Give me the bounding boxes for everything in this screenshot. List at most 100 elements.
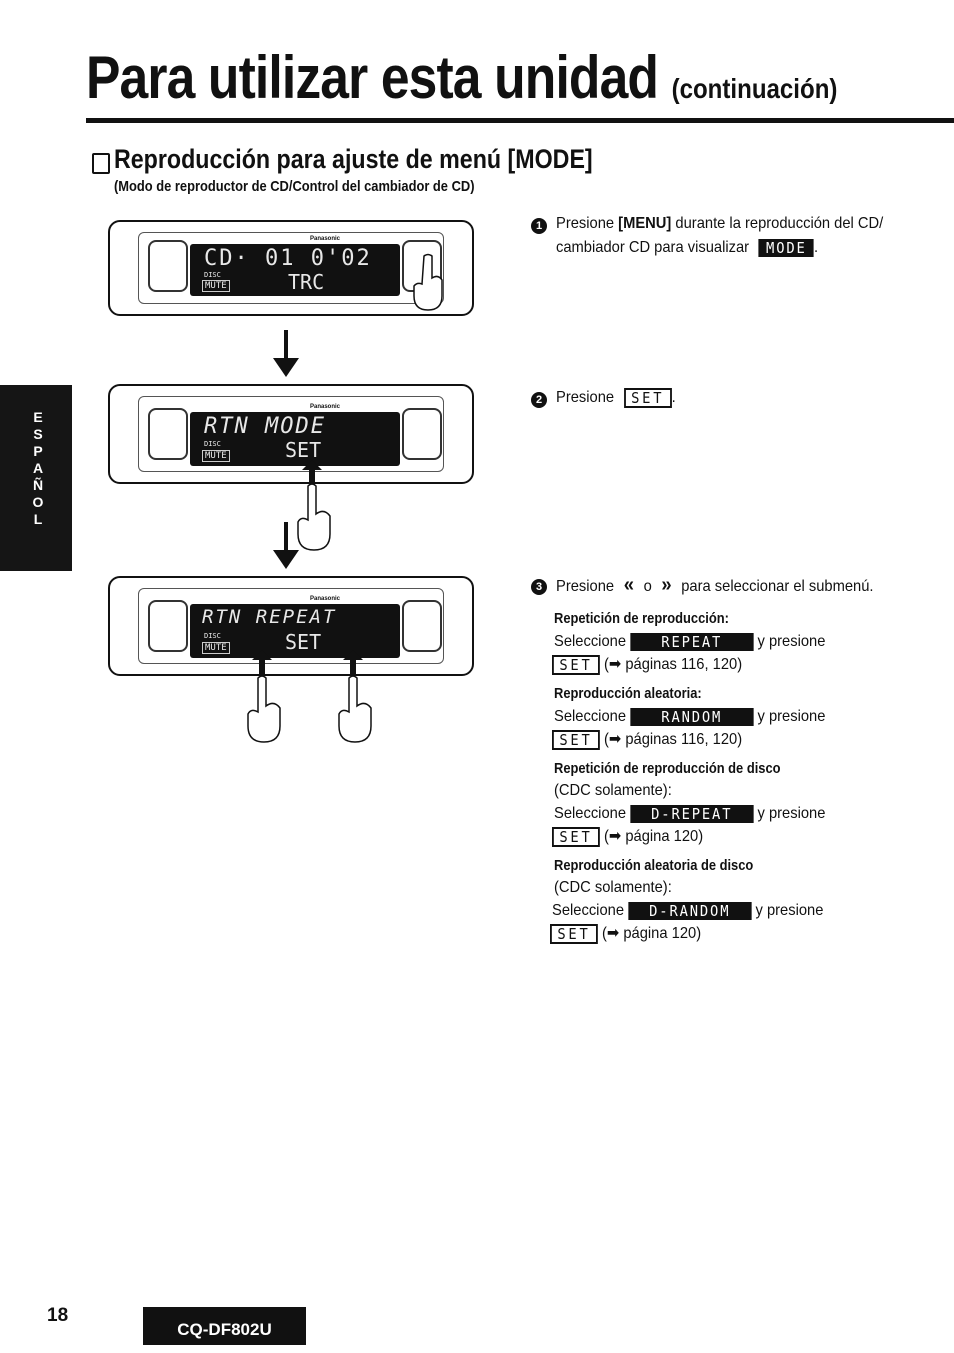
step-1-text: cambiador CD para visualizar xyxy=(556,239,750,256)
step-1-line-1: Presione [MENU] durante la reproducción … xyxy=(556,213,883,235)
step-3-or: o xyxy=(643,578,652,595)
side-tab-letter: Ñ xyxy=(32,477,44,493)
submenu-select-line: Seleccione D-REPEAT y presione xyxy=(554,803,825,825)
step-3-line: Presione « o » para seleccionar el subme… xyxy=(556,574,874,598)
step-number-2: 2 xyxy=(531,392,547,408)
lcd-line-1: RTN MODE xyxy=(204,414,326,439)
step-1-text: Presione xyxy=(556,215,619,232)
lcd-line-2: TRC xyxy=(288,270,325,294)
volume-knob xyxy=(148,408,188,460)
side-tab-letter: P xyxy=(33,443,43,459)
device-illustration-1: Panasonic CD· 01 0'02 DISC MUTE TRC xyxy=(108,220,474,316)
page-reference: (➡ página 120) xyxy=(604,828,704,845)
up-arrow-icon xyxy=(302,460,322,488)
lcd-line-2: SET xyxy=(285,630,322,654)
step-1-line-2: cambiador CD para visualizar MODE. xyxy=(556,237,818,259)
menu-knob xyxy=(402,408,442,460)
lcd-display: CD· 01 0'02 DISC MUTE TRC xyxy=(190,244,400,296)
step-2-end: . xyxy=(671,389,676,406)
press-text: y presione xyxy=(757,708,826,725)
lcd-set-indicator: SET xyxy=(552,826,600,847)
language-side-tab: E S P A Ñ O L xyxy=(0,385,72,571)
step-1-end: . xyxy=(814,239,819,256)
device-illustration-2: Panasonic RTN MODE DISC MUTE SET xyxy=(108,384,474,484)
select-text: Seleccione xyxy=(554,805,627,822)
section-checkbox-icon xyxy=(92,153,110,174)
submenu-heading: Reproducción aleatoria: xyxy=(554,685,702,702)
submenu-note: (CDC solamente): xyxy=(554,782,672,799)
page-title-continuation: (continuación) xyxy=(671,73,838,104)
submenu-set-line: SET (➡ páginas 116, 120) xyxy=(552,729,742,751)
lcd-mute-label: MUTE xyxy=(202,280,230,292)
title-rule xyxy=(86,118,954,123)
submenu-heading: Repetición de reproducción: xyxy=(554,610,729,627)
device-illustration-3: Panasonic RTN REPEAT DISC MUTE SET xyxy=(108,576,474,676)
page-reference: (➡ páginas 116, 120) xyxy=(604,731,743,748)
brand-logo: Panasonic xyxy=(310,404,341,410)
left-chevrons-icon: « xyxy=(623,574,634,596)
lcd-disc-label: DISC xyxy=(204,271,221,279)
lcd-set-indicator: SET xyxy=(623,387,672,408)
page-title-main: Para utilizar esta unidad xyxy=(86,44,659,111)
lcd-line-1: CD· 01 0'02 xyxy=(204,246,372,271)
side-tab-letter: O xyxy=(32,494,44,510)
volume-knob xyxy=(148,240,188,292)
lcd-disc-repeat-indicator: D-REPEAT xyxy=(630,804,754,823)
step-number-3: 3 xyxy=(531,579,547,595)
submenu-set-line: SET (➡ páginas 116, 120) xyxy=(552,654,742,676)
pressing-hand-icon xyxy=(247,675,281,743)
volume-knob xyxy=(148,600,188,652)
lcd-repeat-indicator: REPEAT xyxy=(630,632,754,651)
pressing-hand-icon xyxy=(413,253,443,311)
step-number-1: 1 xyxy=(531,218,547,234)
submenu-set-line: SET (➡ página 120) xyxy=(552,826,703,848)
up-arrow-icon xyxy=(252,650,272,676)
page-number: 18 xyxy=(47,1305,69,1326)
step-2-line: Presione SET. xyxy=(556,387,676,409)
select-text: Seleccione xyxy=(554,708,627,725)
lcd-line-2: SET xyxy=(285,438,322,462)
lcd-set-indicator: SET xyxy=(550,923,598,944)
lcd-line-1: RTN REPEAT xyxy=(202,606,337,628)
brand-logo: Panasonic xyxy=(310,236,341,242)
submenu-select-line: Seleccione REPEAT y presione xyxy=(554,631,825,653)
lcd-disc-random-indicator: D-RANDOM xyxy=(628,901,752,920)
press-text: y presione xyxy=(757,633,826,650)
lcd-display: RTN REPEAT DISC MUTE SET xyxy=(190,604,400,658)
lcd-mute-label: MUTE xyxy=(202,642,230,654)
lcd-random-indicator: RANDOM xyxy=(630,707,754,726)
arrow-down-icon xyxy=(273,330,299,377)
side-tab-letter: A xyxy=(32,460,44,476)
lcd-set-indicator: SET xyxy=(552,654,600,675)
page-reference: (➡ páginas 116, 120) xyxy=(604,656,743,673)
side-tab-letter: S xyxy=(33,426,43,442)
section-title: Reproducción para ajuste de menú [MODE] xyxy=(114,144,593,174)
lcd-mute-label: MUTE xyxy=(202,450,230,462)
pressing-hand-icon xyxy=(338,675,372,743)
lcd-disc-label: DISC xyxy=(204,440,221,448)
submenu-heading: Reproducción aleatoria de disco xyxy=(554,857,754,874)
step-3-text: Presione xyxy=(556,578,615,595)
submenu-note: (CDC solamente): xyxy=(554,879,672,896)
press-text: y presione xyxy=(757,805,826,822)
select-text: Seleccione xyxy=(554,633,627,650)
up-arrow-icon xyxy=(343,650,363,676)
lcd-display: RTN MODE DISC MUTE SET xyxy=(190,412,400,466)
menu-knob xyxy=(402,600,442,652)
step-1-text: durante la reproducción del CD/ xyxy=(671,215,884,232)
side-tab-letter: L xyxy=(33,511,43,527)
pressing-hand-icon xyxy=(297,483,331,551)
side-tab-letter: E xyxy=(33,409,43,425)
submenu-heading: Repetición de reproducción de disco xyxy=(554,760,781,777)
arrow-down-icon xyxy=(273,522,299,569)
submenu-select-line: Seleccione RANDOM y presione xyxy=(554,706,825,728)
menu-key-label: [MENU] xyxy=(618,215,672,232)
submenu-select-line: Seleccione D-RANDOM y presione xyxy=(552,900,823,922)
right-chevrons-icon: » xyxy=(661,574,672,596)
model-label: CQ-DF802U xyxy=(143,1307,306,1345)
page-reference: (➡ página 120) xyxy=(602,925,702,942)
page-title: Para utilizar esta unidad (continuación) xyxy=(86,48,837,108)
brand-logo: Panasonic xyxy=(310,596,341,602)
section-subtitle: (Modo de reproductor de CD/Control del c… xyxy=(114,178,475,195)
press-text: y presione xyxy=(755,902,824,919)
